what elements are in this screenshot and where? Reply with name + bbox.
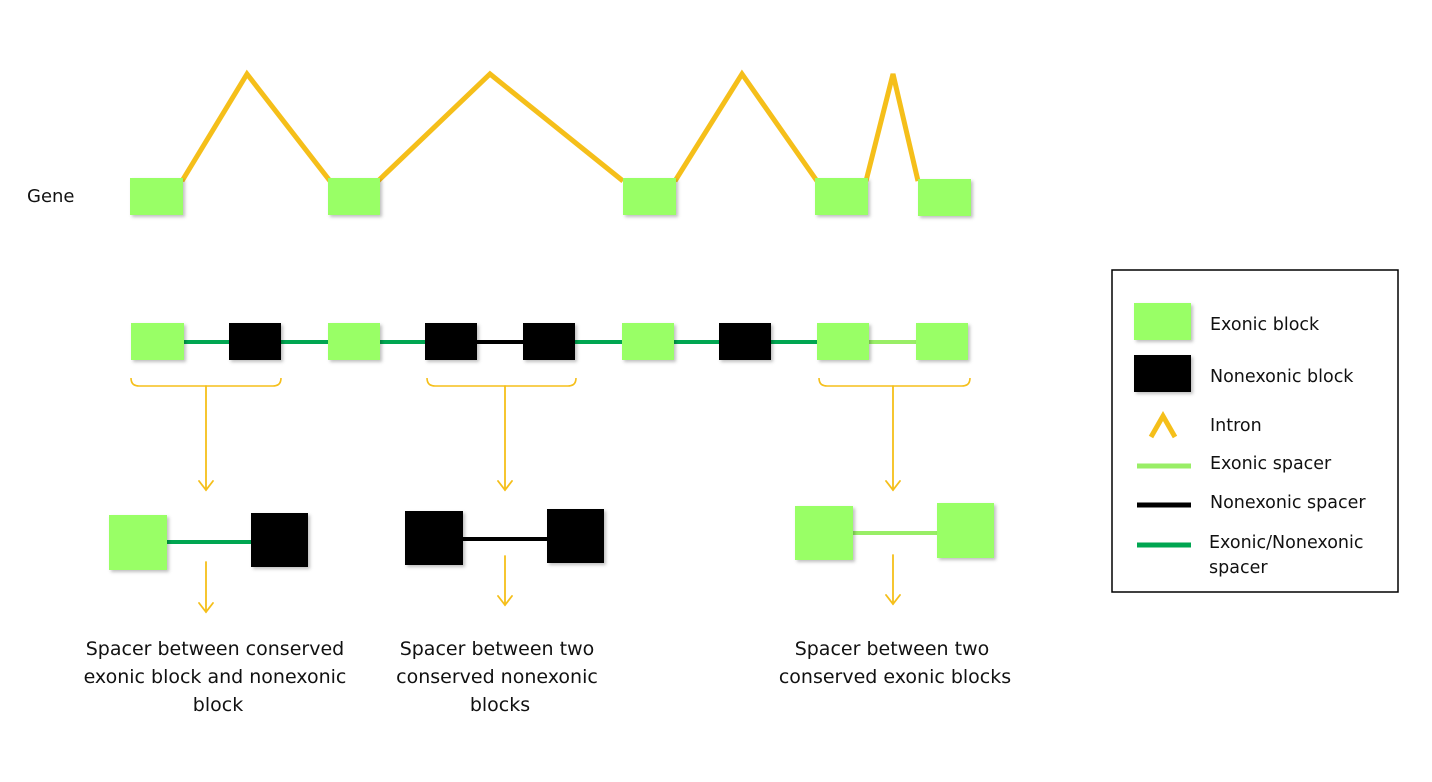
- caption-nonexonic-nonexonic: Spacer between two conserved nonexonic b…: [396, 638, 604, 716]
- example-nonexonic-nonexonic: [405, 509, 604, 565]
- exonic-block: [622, 323, 674, 360]
- intron-1: [179, 69, 332, 183]
- bracket-3: [818, 377, 971, 387]
- caption-exonic-exonic: Spacer between two conserved exonic bloc…: [779, 638, 1011, 688]
- nonexonic-block: [523, 323, 575, 360]
- gene-exons: [130, 178, 971, 216]
- bracket-2: [426, 377, 577, 387]
- caption-line: blocks: [470, 694, 530, 716]
- nonexonic-block: [547, 509, 604, 563]
- arrow-down-icon: [198, 561, 214, 614]
- gene-exon-5: [918, 179, 971, 216]
- block-row-blocks: [131, 323, 968, 360]
- bracket-1: [130, 377, 282, 387]
- arrow-down-icon: [885, 554, 901, 606]
- exonic-block: [817, 323, 869, 360]
- nonexonic-block: [251, 513, 308, 567]
- gene-exon-4: [815, 178, 868, 215]
- caption-exonic-nonexonic: Spacer between conserved exonic block an…: [84, 638, 353, 716]
- arrow-down-icon: [885, 385, 901, 492]
- exonic-block: [916, 323, 968, 360]
- down-arrows: [198, 385, 901, 614]
- legend-intron-label: Intron: [1210, 416, 1262, 436]
- nonexonic-block: [425, 323, 477, 360]
- legend-nonexonic-block-swatch: [1134, 355, 1191, 392]
- brackets: [130, 377, 971, 387]
- gene-exon-3: [623, 178, 676, 215]
- legend-label-line: spacer: [1209, 558, 1268, 578]
- exonic-block: [937, 503, 994, 558]
- example-exonic-exonic: [795, 503, 994, 560]
- exonic-block: [109, 515, 167, 570]
- legend-exonic-spacer-label: Exonic spacer: [1210, 454, 1332, 474]
- gene-exon-2: [328, 178, 380, 215]
- arrow-down-icon: [497, 385, 513, 492]
- example-exonic-nonexonic: [109, 513, 308, 570]
- legend-nonexonic-block-label: Nonexonic block: [1210, 367, 1354, 387]
- gene-label: Gene: [27, 186, 75, 207]
- caption-line: Spacer between two: [400, 638, 595, 660]
- intron-2: [376, 70, 625, 183]
- nonexonic-block: [405, 511, 463, 565]
- intron-4: [863, 73, 921, 182]
- legend-label-line: Exonic/Nonexonic: [1209, 533, 1364, 553]
- arrow-down-icon: [497, 555, 513, 607]
- caption-line: conserved nonexonic: [396, 666, 598, 688]
- exonic-block: [131, 323, 184, 360]
- exonic-block: [328, 323, 380, 360]
- intron-3: [672, 69, 820, 183]
- caption-line: exonic block and nonexonic: [84, 666, 347, 688]
- nonexonic-block: [719, 323, 771, 360]
- introns: [179, 69, 921, 183]
- legend-nonexonic-spacer-label: Nonexonic spacer: [1210, 493, 1366, 513]
- legend: Exonic block Nonexonic block Intron Exon…: [1111, 269, 1399, 593]
- legend-exonic-nonexonic-spacer-label: Exonic/Nonexonic spacer: [1209, 533, 1369, 578]
- gene-exon-1: [130, 178, 183, 215]
- legend-exonic-block-swatch: [1134, 303, 1191, 340]
- caption-line: Spacer between two: [795, 638, 990, 660]
- exonic-block: [795, 506, 853, 560]
- caption-line: conserved exonic blocks: [779, 666, 1011, 688]
- legend-exonic-block-label: Exonic block: [1210, 315, 1320, 335]
- arrow-down-icon: [198, 385, 214, 492]
- legend-intron-icon: [1148, 410, 1178, 439]
- caption-line: block: [193, 694, 243, 716]
- nonexonic-block: [229, 323, 281, 360]
- caption-line: Spacer between conserved: [86, 638, 344, 660]
